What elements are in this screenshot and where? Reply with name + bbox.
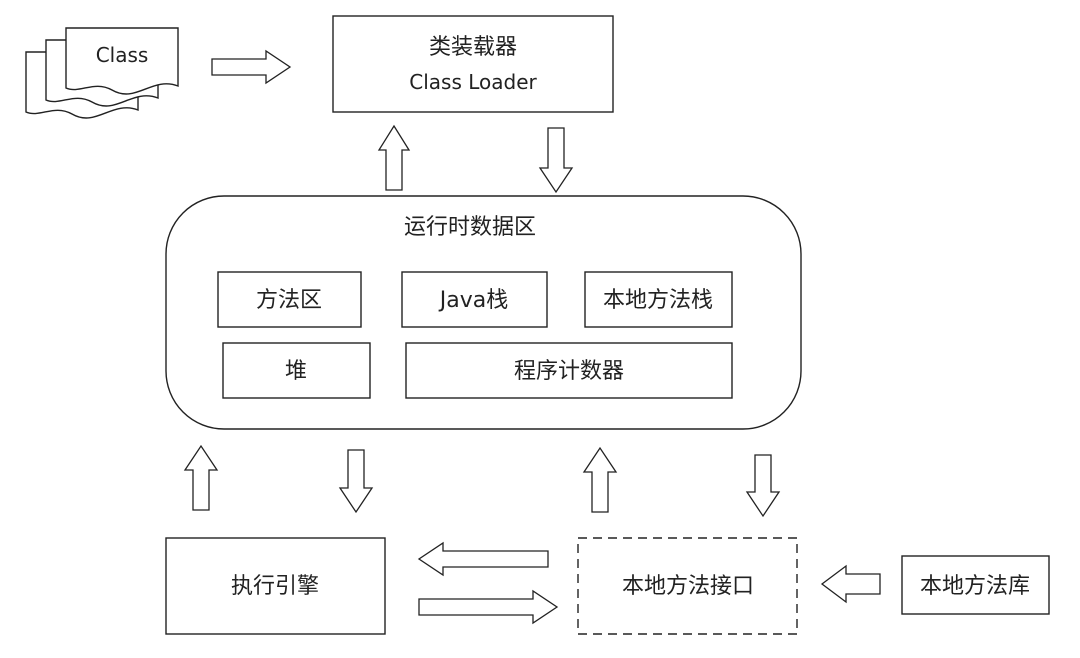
- java-stack-box: [401, 271, 548, 328]
- arrow-class-to-loader: [211, 49, 292, 85]
- native-method-stack-box: [584, 271, 733, 328]
- runtime-data-area-title: 运行时数据区: [404, 215, 536, 240]
- native-interface-label: 本地方法接口: [622, 574, 754, 599]
- class-files-icon: Class: [25, 27, 179, 119]
- java-stack-label: Java栈: [438, 288, 508, 313]
- heap-box: [222, 342, 371, 399]
- runtime-data-area: 运行时数据区 方法区 Java栈 本地方法栈 堆 程序计数器: [165, 195, 802, 430]
- arrow-interface-to-runtime: [582, 446, 618, 513]
- native-library-box: 本地方法库: [901, 555, 1050, 615]
- class-loader-title-cn: 类装载器: [429, 35, 517, 60]
- arrow-engine-to-interface: [418, 589, 559, 625]
- native-library-label: 本地方法库: [920, 574, 1030, 599]
- class-loader-box: 类装载器 Class Loader: [332, 15, 614, 113]
- method-area-box: [217, 271, 362, 328]
- arrow-interface-to-engine: [417, 541, 549, 577]
- arrow-loader-to-runtime: [538, 127, 574, 194]
- native-method-stack-label: 本地方法栈: [603, 288, 713, 313]
- arrow-library-to-interface: [820, 564, 881, 604]
- program-counter-box: [405, 342, 733, 399]
- method-area-label: 方法区: [256, 288, 322, 313]
- heap-label: 堆: [285, 359, 307, 384]
- class-loader-title-en: Class Loader: [409, 70, 537, 94]
- class-files-label: Class: [96, 43, 149, 67]
- arrow-runtime-to-interface: [745, 454, 781, 518]
- execution-engine-box: 执行引擎: [165, 537, 386, 635]
- arrow-runtime-to-loader: [377, 124, 411, 191]
- native-interface-box: 本地方法接口: [577, 537, 798, 635]
- execution-engine-label: 执行引擎: [231, 574, 319, 599]
- arrow-runtime-to-engine: [338, 449, 374, 514]
- arrow-engine-to-runtime: [183, 444, 219, 511]
- program-counter-label: 程序计数器: [514, 359, 624, 384]
